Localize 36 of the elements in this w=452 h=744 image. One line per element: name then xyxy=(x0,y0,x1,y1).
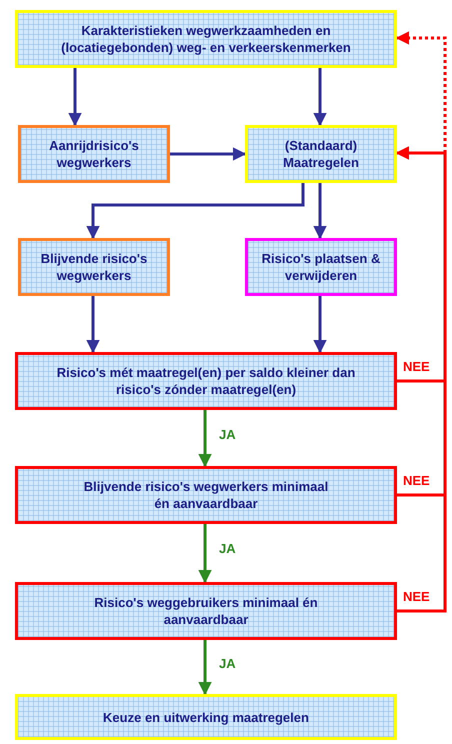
arrow xyxy=(198,410,212,468)
box-label: Risico's plaatsen & verwijderen xyxy=(260,250,382,284)
arrow xyxy=(313,183,327,240)
arrow xyxy=(396,31,446,153)
edge-label: NEE xyxy=(402,359,431,374)
box-label: Blijvende risico's wegwerkers xyxy=(40,250,148,284)
arrow xyxy=(68,68,82,126)
box-label: Aanrijdrisico's wegwerkers xyxy=(48,137,140,171)
arrow xyxy=(170,147,246,161)
edge-label: JA xyxy=(218,427,237,442)
box-label: (Standaard) Maatregelen xyxy=(282,137,360,171)
edge-label: NEE xyxy=(402,589,431,604)
decision-box xyxy=(15,352,397,410)
box-label: Karakteristieken wegwerkzaamheden en (locatiegebonden) weg- en verkeerskenmerken xyxy=(60,22,352,56)
box-label: Blijvende risico's wegwerkers minimaal én aanvaardbaar xyxy=(82,478,330,512)
arrow xyxy=(198,640,212,696)
decision-box xyxy=(15,582,397,640)
arrow xyxy=(313,296,327,354)
decision-box xyxy=(15,466,397,524)
edge-label: JA xyxy=(218,541,237,556)
arrow xyxy=(198,524,212,584)
arrow xyxy=(86,183,304,240)
edge-label: NEE xyxy=(402,473,431,488)
edge-label: JA xyxy=(218,656,237,671)
arrow xyxy=(86,296,100,354)
arrow xyxy=(396,146,446,612)
process-box xyxy=(245,238,397,296)
process-box xyxy=(15,694,397,740)
arrow xyxy=(313,68,327,126)
process-box xyxy=(18,125,170,183)
box-label: Risico's mét maatregel(en) per saldo kleiner dan risico's zónder maatregel(en) xyxy=(56,364,356,398)
box-label: Keuze en uitwerking maatregelen xyxy=(102,708,310,726)
box-label: Risico's weggebruikers minimaal én aanvaardbaar xyxy=(93,594,319,628)
process-box xyxy=(245,125,397,183)
process-box xyxy=(15,10,397,68)
process-box xyxy=(18,238,170,296)
